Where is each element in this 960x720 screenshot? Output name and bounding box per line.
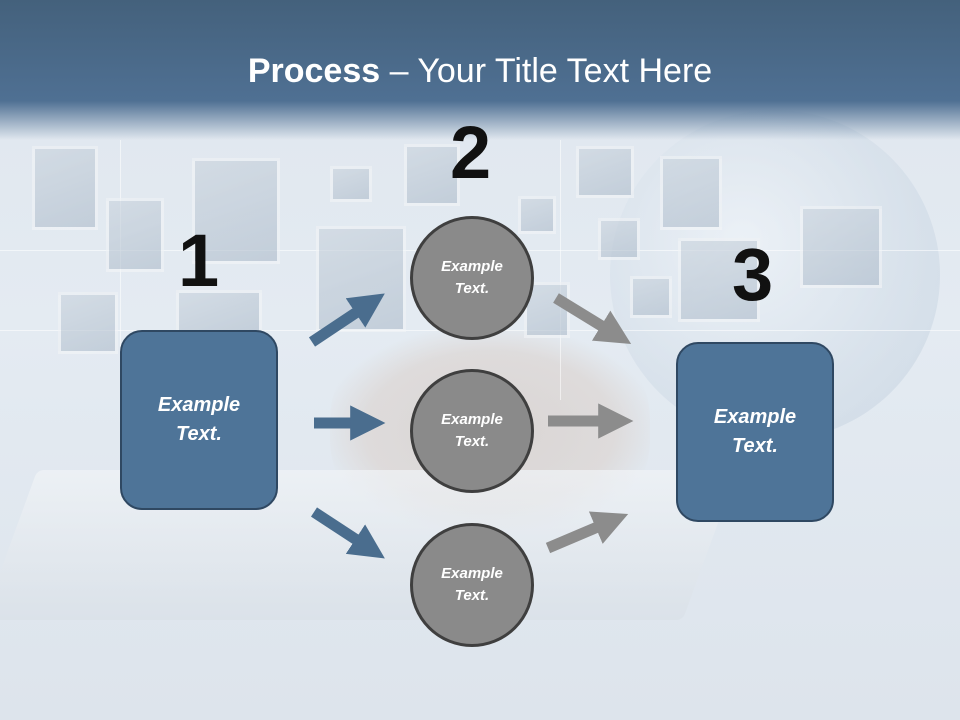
arrow-to-circle-1 bbox=[308, 293, 385, 347]
people-photo bbox=[630, 276, 672, 318]
people-photo bbox=[404, 144, 460, 206]
network-line bbox=[120, 140, 121, 440]
arrow-to-circle-3 bbox=[310, 507, 385, 559]
step-number-2: 2 bbox=[450, 111, 492, 194]
people-photo bbox=[106, 198, 164, 272]
step-number-3: 3 bbox=[732, 233, 774, 316]
step-2-circle-2[interactable]: Example Text. bbox=[410, 369, 534, 493]
people-photo bbox=[58, 292, 118, 354]
people-photo bbox=[660, 156, 722, 230]
people-photo bbox=[518, 196, 556, 234]
title-bold: Process bbox=[247, 52, 381, 90]
people-photo bbox=[598, 218, 640, 260]
step-2-circle-1[interactable]: Example Text. bbox=[410, 216, 534, 340]
slide-title[interactable]: Process – Your Title Text Here bbox=[0, 52, 960, 91]
people-photo bbox=[330, 166, 372, 202]
people-photo bbox=[32, 146, 98, 230]
title-banner bbox=[0, 0, 960, 140]
people-photo bbox=[192, 158, 280, 264]
people-photo bbox=[678, 238, 760, 322]
arrow-from-circle-3 bbox=[545, 511, 629, 554]
step-3-box[interactable]: Example Text. bbox=[676, 342, 834, 522]
people-photo bbox=[176, 290, 262, 336]
step-1-box[interactable]: Example Text. bbox=[120, 330, 278, 510]
title-rest: – Your Title Text Here bbox=[380, 52, 713, 90]
step-number-1: 1 bbox=[178, 219, 220, 302]
people-photo bbox=[800, 206, 882, 288]
network-line bbox=[560, 140, 561, 400]
people-photo bbox=[576, 146, 634, 198]
step-2-circle-3[interactable]: Example Text. bbox=[410, 523, 534, 647]
arrow-from-circle-1 bbox=[553, 293, 632, 345]
